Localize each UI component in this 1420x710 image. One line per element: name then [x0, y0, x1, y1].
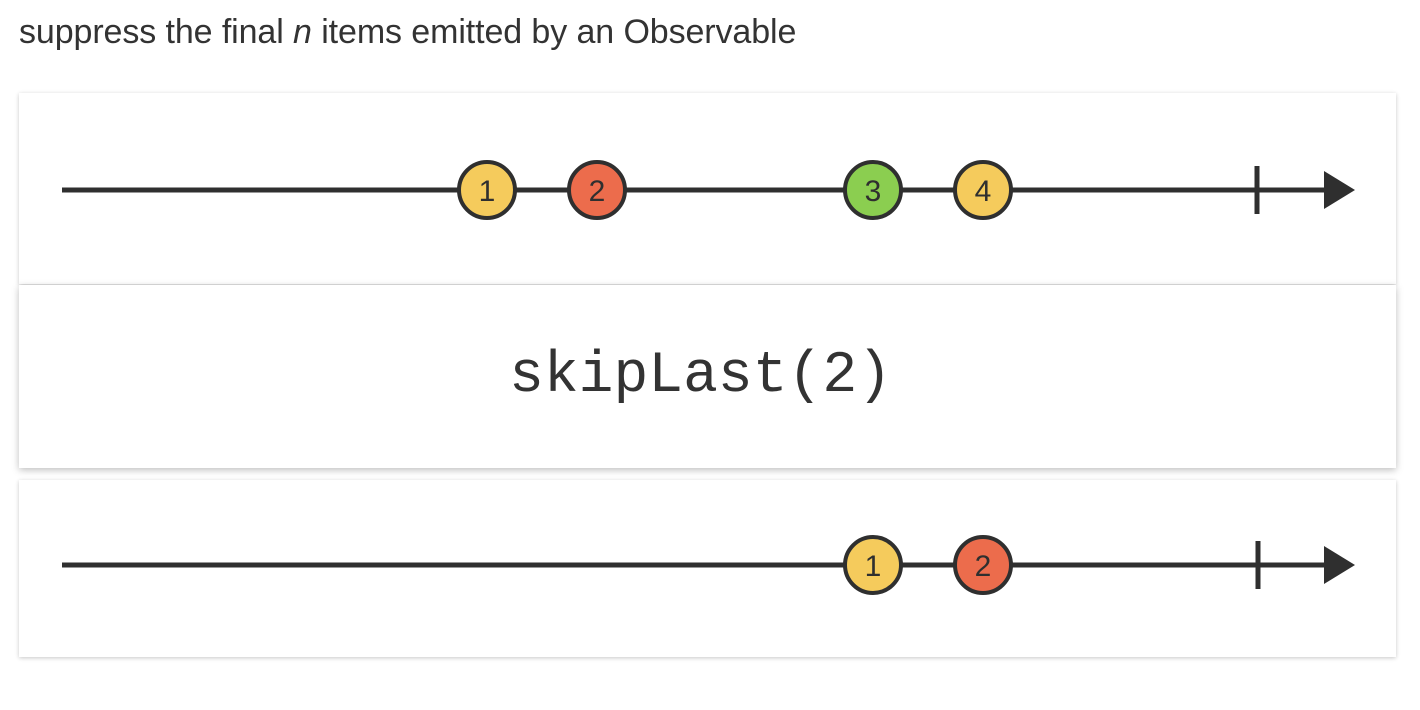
marble-3[interactable]: 3 [843, 160, 903, 220]
marble-label: 2 [589, 175, 606, 208]
marble-2[interactable]: 2 [567, 160, 627, 220]
marble-circle [843, 160, 903, 220]
page-title-italic-n: n [293, 13, 312, 51]
marble-label: 3 [865, 175, 882, 208]
marble-circle [953, 535, 1013, 595]
marble-label: 2 [975, 550, 992, 583]
marble-circle [953, 160, 1013, 220]
marble-label: 1 [865, 550, 882, 583]
source-timeline: 1 2 3 4 [62, 160, 1355, 220]
timeline-arrow-icon [1324, 546, 1355, 584]
page-title: suppress the final n items emitted by an… [19, 8, 796, 56]
marble-circle [457, 160, 517, 220]
marble-1[interactable]: 1 [457, 160, 517, 220]
marble-label: 4 [975, 175, 992, 208]
page-title-part-2: items emitted by an Observable [311, 13, 797, 51]
marble-circle [567, 160, 627, 220]
operator-panel[interactable]: skipLast(2) [19, 285, 1396, 468]
timeline-arrow-icon [1324, 171, 1355, 209]
marble-circle [843, 535, 903, 595]
marble-label: 1 [479, 175, 496, 208]
marble-2[interactable]: 2 [953, 535, 1013, 595]
operator-label: skipLast(2) [509, 344, 892, 409]
source-observable-panel: 1 2 3 4 [19, 93, 1396, 284]
marble-4[interactable]: 4 [953, 160, 1013, 220]
marble-1[interactable]: 1 [843, 535, 903, 595]
page-title-part-1: suppress the final [19, 13, 294, 51]
